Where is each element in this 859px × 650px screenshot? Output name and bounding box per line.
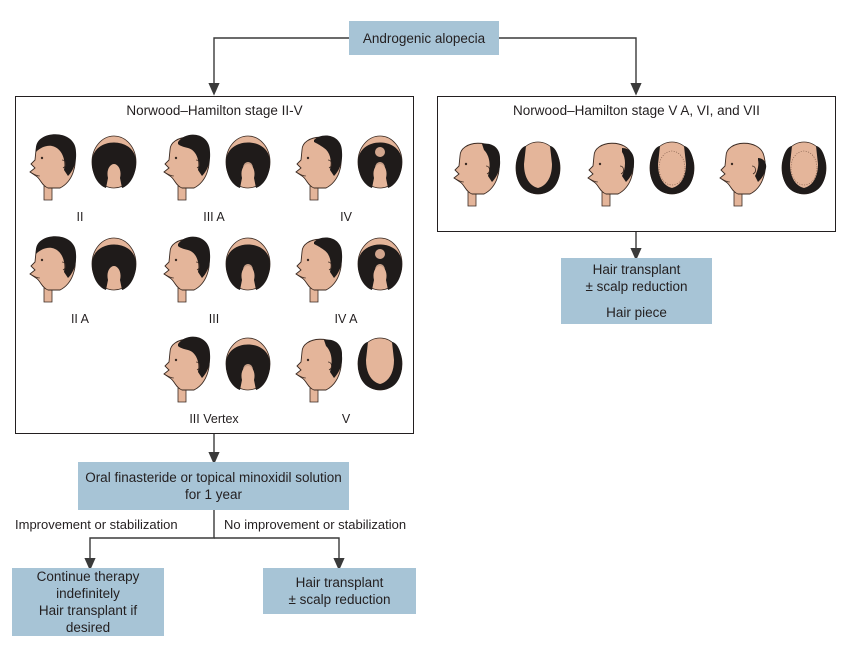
stage-figure-vi xyxy=(587,141,695,207)
connector-therapy-right xyxy=(214,537,345,571)
stage-figure-ii-a xyxy=(29,236,137,303)
branch-left-label: Improvement or stabilization xyxy=(15,517,178,532)
transplant-outcome-line-2: ± scalp reduction xyxy=(288,592,391,607)
medical-therapy-line-2: for 1 year xyxy=(184,487,243,502)
stage-label-iv-a: IV A xyxy=(334,312,358,326)
transplant-outcome-line-1: Hair transplant xyxy=(295,575,384,590)
stage-figure-iii-a xyxy=(163,134,271,201)
branch-right-label: No improvement or stabilization xyxy=(224,517,407,532)
stage-label-ii-a: II A xyxy=(70,312,90,326)
connector-therapy-split xyxy=(84,510,215,571)
stage-figure-iii xyxy=(163,236,271,303)
stage-figure-ii xyxy=(29,134,137,201)
stage-figure-vii xyxy=(719,141,827,207)
continue-therapy-box: Continue therapy indefinitely Hair trans… xyxy=(12,568,164,636)
stage-figure-v-a xyxy=(453,141,561,207)
medical-therapy-line-1: Oral finasteride or topical minoxidil so… xyxy=(85,470,342,485)
stage-label-iii: III xyxy=(208,312,220,326)
group-left-title: Norwood–Hamilton stage II-V xyxy=(126,103,303,118)
group-right: Norwood–Hamilton stage V A, VI, and VII xyxy=(437,96,836,232)
stage-figure-iv-a xyxy=(295,237,403,303)
stage-label-iii-vertex: III Vertex xyxy=(189,412,239,426)
right-treatment-line-2: ± scalp reduction xyxy=(585,279,688,294)
continue-therapy-line-3: Hair transplant if desired xyxy=(38,603,138,635)
continue-therapy-line-1: Continue therapy xyxy=(36,569,140,584)
right-treatment-box: Hair transplant ± scalp reduction Hair p… xyxy=(561,258,712,324)
root-label: Androgenic alopecia xyxy=(362,30,486,46)
transplant-outcome-box: Hair transplant ± scalp reduction xyxy=(263,568,416,614)
group-left: Norwood–Hamilton stage II-V xyxy=(15,96,414,434)
group-right-title: Norwood–Hamilton stage V A, VI, and VII xyxy=(513,103,760,118)
root-box: Androgenic alopecia xyxy=(349,21,499,55)
right-treatment-line-3: Hair piece xyxy=(606,305,667,320)
right-treatment-line-1: Hair transplant xyxy=(592,262,681,277)
continue-therapy-line-2: indefinitely xyxy=(56,586,120,601)
stage-figure-v xyxy=(295,337,403,403)
stage-label-iv: IV xyxy=(340,210,352,224)
stage-figure-iii-vertex xyxy=(163,336,271,403)
stage-figure-iv xyxy=(295,135,403,201)
stage-label-ii: II xyxy=(76,210,84,224)
medical-therapy-box: Oral finasteride or topical minoxidil so… xyxy=(78,462,349,510)
stage-label-v: V xyxy=(341,412,351,426)
connector-root-right xyxy=(499,37,642,96)
connector-root-split xyxy=(208,37,349,96)
stage-label-iii-a: III A xyxy=(203,210,225,224)
